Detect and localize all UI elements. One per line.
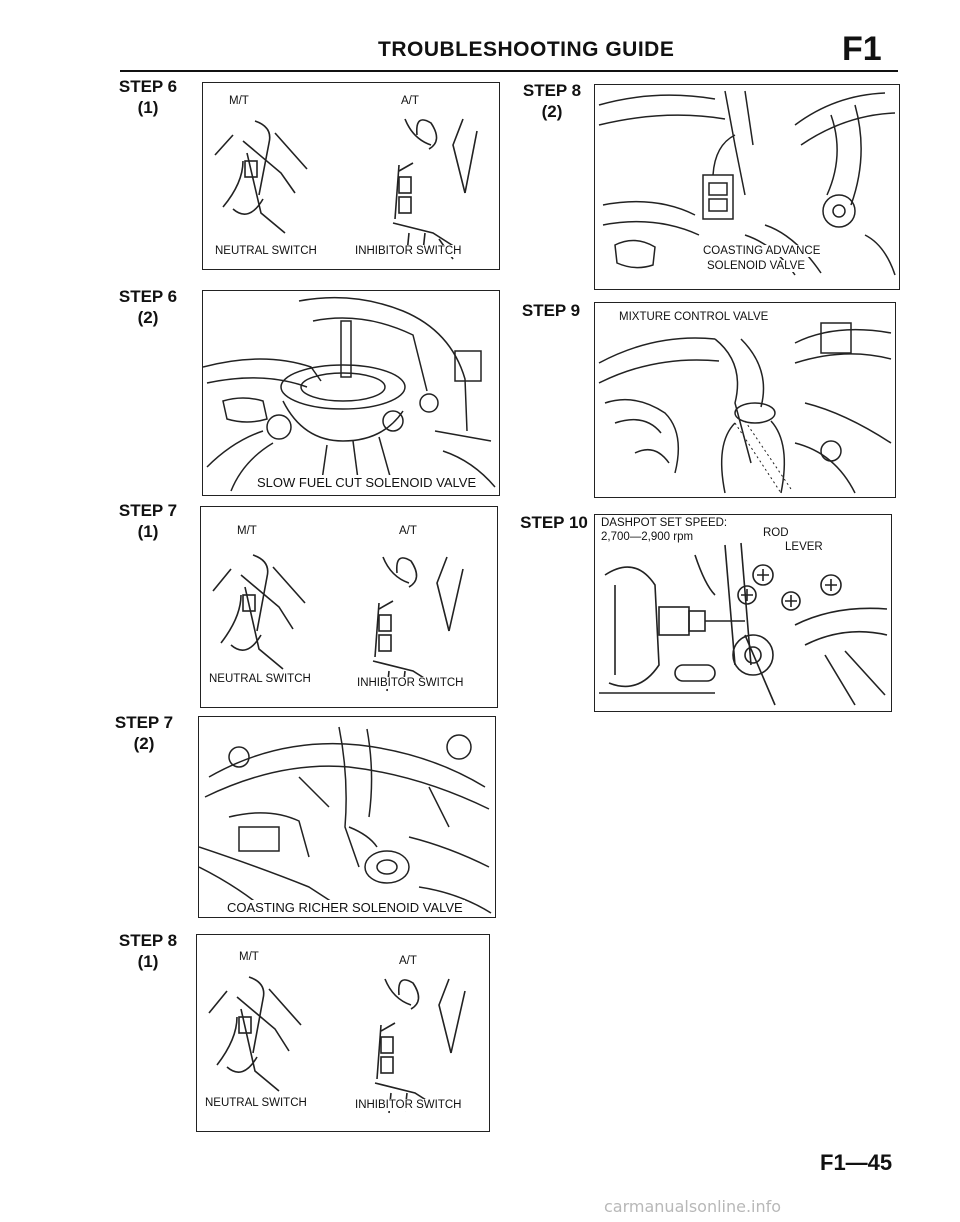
step-9-mixture-valve-photo: MIXTURE CONTROL VALVE <box>594 302 896 498</box>
step-sub: (2) <box>137 308 159 327</box>
dashpot-set-speed-caption: DASHPOT SET SPEED: <box>599 517 730 529</box>
step-9-label: STEP 9 <box>514 300 588 321</box>
step-number: STEP 10 <box>520 513 588 532</box>
step-sub: (1) <box>137 952 159 971</box>
step-7-1-label: STEP 7 (1) <box>116 500 180 542</box>
rod-label: ROD <box>761 527 791 539</box>
mt-label: M/T <box>237 951 261 963</box>
at-label: A/T <box>397 955 419 967</box>
coasting-advance-caption-2: SOLENOID VALVE <box>705 260 807 272</box>
step-8-2-solenoid-photo: COASTING ADVANCE SOLENOID VALVE <box>594 84 900 290</box>
step-8-1-label: STEP 8 (1) <box>116 930 180 972</box>
engine-drawing <box>598 90 896 276</box>
inhibitor-switch-label: INHIBITOR SWITCH <box>353 1099 464 1111</box>
section-code: F1 <box>842 30 882 68</box>
step-7-2-label: STEP 7 (2) <box>112 712 176 754</box>
step-sub: (1) <box>137 98 159 117</box>
coasting-richer-caption: COASTING RICHER SOLENOID VALVE <box>225 900 465 915</box>
step-6-1-switch-illustration: M/T A/T NEUTRAL SWITCH INHIBITOR SWITCH <box>202 82 500 270</box>
switch-diagram <box>214 118 478 260</box>
engine-drawing <box>199 726 492 914</box>
step-sub: (2) <box>541 102 563 121</box>
mixture-control-caption: MIXTURE CONTROL VALVE <box>617 311 771 323</box>
slow-fuel-cut-caption: SLOW FUEL CUT SOLENOID VALVE <box>255 475 479 490</box>
step-8-2-label: STEP 8 (2) <box>520 80 584 122</box>
page-title: TROUBLESHOOTING GUIDE <box>378 38 675 61</box>
at-label: A/T <box>397 525 419 537</box>
dashpot-rpm-caption: 2,700—2,900 rpm <box>599 531 696 543</box>
mt-label: M/T <box>227 95 251 107</box>
step-number: STEP 9 <box>521 301 581 320</box>
dashpot-drawing <box>599 542 888 706</box>
step-number: STEP 7 <box>114 713 174 732</box>
step-sub: (1) <box>137 522 159 541</box>
step-number: STEP 6 <box>118 287 178 306</box>
step-6-1-label: STEP 6 (1) <box>116 76 180 118</box>
engine-drawing <box>598 322 892 494</box>
neutral-switch-label: NEUTRAL SWITCH <box>207 673 313 685</box>
switch-diagram <box>208 976 466 1114</box>
step-6-2-label: STEP 6 (2) <box>116 286 180 328</box>
step-10-dashpot-photo: DASHPOT SET SPEED: 2,700—2,900 rpm ROD L… <box>594 514 892 712</box>
step-number: STEP 6 <box>118 77 178 96</box>
coasting-advance-caption-1: COASTING ADVANCE <box>701 245 823 257</box>
at-label: A/T <box>399 95 421 107</box>
step-7-1-switch-illustration: M/T A/T NEUTRAL SWITCH INHIBITOR SWITCH <box>200 506 498 708</box>
step-7-2-engine-photo: COASTING RICHER SOLENOID VALVE <box>198 716 496 918</box>
watermark: carmanualsonline.info <box>604 1197 782 1216</box>
carburetor-drawing <box>203 296 496 492</box>
step-8-1-switch-illustration: M/T A/T NEUTRAL SWITCH INHIBITOR SWITCH <box>196 934 490 1132</box>
step-number: STEP 8 <box>118 931 178 950</box>
mt-label: M/T <box>235 525 259 537</box>
lever-label: LEVER <box>783 541 825 553</box>
step-number: STEP 7 <box>118 501 178 520</box>
step-number: STEP 8 <box>522 81 582 100</box>
step-6-2-carburetor-photo: SLOW FUEL CUT SOLENOID VALVE <box>202 290 500 496</box>
switch-diagram <box>212 554 464 692</box>
inhibitor-switch-label: INHIBITOR SWITCH <box>353 245 464 257</box>
step-10-label: STEP 10 <box>516 512 592 533</box>
page-number: F1—45 <box>820 1150 893 1175</box>
header-rule <box>120 70 898 72</box>
step-sub: (2) <box>133 734 155 753</box>
neutral-switch-label: NEUTRAL SWITCH <box>203 1097 309 1109</box>
inhibitor-switch-label: INHIBITOR SWITCH <box>355 677 466 689</box>
neutral-switch-label: NEUTRAL SWITCH <box>213 245 319 257</box>
